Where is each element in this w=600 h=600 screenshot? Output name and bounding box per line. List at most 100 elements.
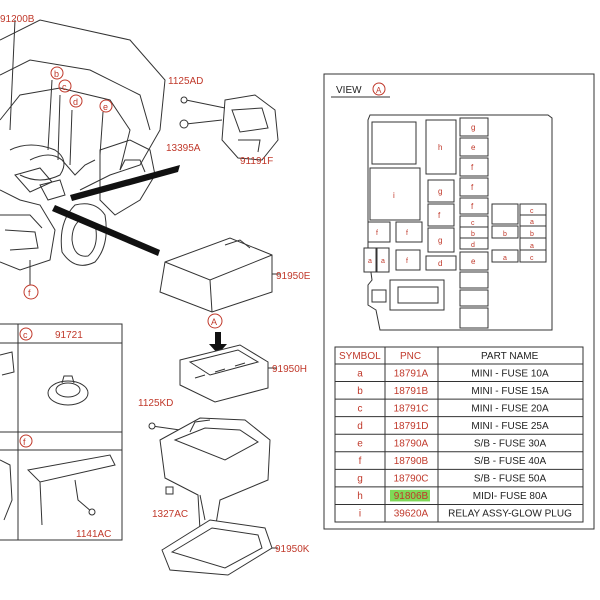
bracket-91191F xyxy=(179,94,279,161)
pnc-highlight xyxy=(390,489,430,502)
fuse-h: h xyxy=(438,143,442,152)
view-callout-letter: A xyxy=(211,317,217,327)
table-cell-part-name: MINI - FUSE 25A xyxy=(471,421,549,432)
table-row: e 18790A S/B - FUSE 30A xyxy=(335,433,583,450)
table-row: h 91806B MIDI- FUSE 80A xyxy=(335,486,583,502)
table-cell-pnc: 18790C xyxy=(393,474,428,485)
fuse-col-e2: e xyxy=(471,257,476,266)
fuse-rr-b: b xyxy=(530,231,534,238)
table-cell-symbol: i xyxy=(359,509,361,520)
tray-91950K xyxy=(161,519,278,576)
label-91950H: 91950H xyxy=(272,364,307,375)
table-cell-pnc: 18791C xyxy=(393,403,428,414)
fuse-block-91950H xyxy=(179,344,276,403)
table-cell-pnc: 18791D xyxy=(393,421,428,432)
parts-table: SYMBOL PNC PART NAME a 18791A MINI - FUSE … xyxy=(334,346,584,523)
table-cell-part-name: MINI - FUSE 10A xyxy=(471,368,549,379)
callout-b-letter: b xyxy=(54,69,59,79)
callout-d: d xyxy=(69,94,83,108)
table-header-pnc: PNC xyxy=(400,351,421,362)
view-title: VIEW xyxy=(336,85,362,96)
table-cell-symbol: d xyxy=(357,421,363,432)
fuse-l-f3: f xyxy=(406,258,408,265)
table-cell-part-name: RELAY ASSY-GLOW PLUG xyxy=(448,509,572,520)
table-cell-part-name: S/B - FUSE 40A xyxy=(474,456,547,467)
fuse-rr-c: c xyxy=(530,208,534,215)
fuse-col-f3: f xyxy=(471,202,474,211)
table-cell-part-name: MINI - FUSE 20A xyxy=(471,403,549,414)
fuse-l-a2: a xyxy=(381,258,385,265)
fuse-col-d: d xyxy=(471,242,475,249)
fuse-g2: g xyxy=(438,236,442,245)
table-row: d 18791D MINI - FUSE 25A xyxy=(335,416,583,432)
table-cell-pnc: 39620A xyxy=(394,509,429,520)
fuse-col-f2: f xyxy=(471,183,474,192)
table-cell-symbol: g xyxy=(357,474,363,485)
table-header-symbol: SYMBOL xyxy=(339,351,381,362)
label-91950K: 91950K xyxy=(275,544,310,555)
table-header-part-name: PART NAME xyxy=(481,351,539,362)
table-cell-part-name: MINI - FUSE 15A xyxy=(471,386,549,397)
table-row: f 18790B S/B - FUSE 40A xyxy=(335,451,583,467)
fuse-rr-a2: a xyxy=(530,243,534,250)
fuse-box-cover-91950E xyxy=(159,237,280,313)
fuse-g1: g xyxy=(438,187,442,196)
fuse-rr-a1: a xyxy=(530,219,534,226)
table-cell-symbol: c xyxy=(358,403,363,414)
fuse-r-b: b xyxy=(503,231,507,238)
fuse-col-g: g xyxy=(471,123,475,132)
callout-f: f xyxy=(23,284,39,300)
fuse-l-a1: a xyxy=(368,258,372,265)
vehicle-front-illustration xyxy=(0,19,180,285)
table-row: i 39620A RELAY ASSY-GLOW PLUG xyxy=(335,503,583,520)
view-callout-a: A xyxy=(207,313,227,354)
table-cell-part-name: MIDI- FUSE 80A xyxy=(473,491,548,502)
fuse-l-f2: f xyxy=(406,230,408,237)
detail-c-letter: c xyxy=(23,330,28,340)
detail-panel: c 91721 f xyxy=(0,323,123,541)
table-cell-symbol: e xyxy=(357,439,363,450)
fuse-box-lower-housing xyxy=(159,417,271,531)
fuse-r-a: a xyxy=(503,255,507,262)
detail-c-part: 91721 xyxy=(55,330,83,341)
fuse-col-e: e xyxy=(471,143,476,152)
table-cell-symbol: h xyxy=(357,491,363,502)
fuse-col-b: b xyxy=(471,231,475,238)
fuse-i: i xyxy=(393,191,395,200)
label-91950E: 91950E xyxy=(276,271,311,282)
table-row: g 18790C S/B - FUSE 50A xyxy=(335,468,583,485)
table-cell-part-name: S/B - FUSE 50A xyxy=(474,474,547,485)
table-cell-pnc: 18790B xyxy=(394,456,429,467)
table-cell-part-name: S/B - FUSE 30A xyxy=(474,439,547,450)
table-row: c 18791C MINI - FUSE 20A xyxy=(335,398,583,414)
table-cell-pnc: 18791A xyxy=(394,368,429,379)
label-13395A: 13395A xyxy=(166,143,201,154)
view-a-panel: VIEW A i h g f g d g e f f f c xyxy=(323,73,595,530)
label-1125AD: 1125AD xyxy=(168,76,203,87)
table-row: a 18791A MINI - FUSE 10A xyxy=(357,368,549,379)
view-letter: A xyxy=(376,86,382,95)
table-cell-pnc: 18790A xyxy=(394,439,429,450)
label-91200B: 91200B xyxy=(0,14,35,25)
table-cell-pnc: 91806B xyxy=(394,491,429,502)
callout-b: b xyxy=(50,66,64,80)
table-row: b 18791B MINI - FUSE 15A xyxy=(335,381,583,397)
detail-f-letter: f xyxy=(23,437,26,447)
label-1141AC: 1141AC xyxy=(76,529,111,540)
label-1327AC: 1327AC xyxy=(152,509,188,520)
label-91191F: 91191F xyxy=(240,156,273,167)
callout-d-letter: d xyxy=(73,97,78,107)
fuse-col-f1: f xyxy=(471,163,474,172)
callout-f-letter: f xyxy=(28,288,31,298)
callout-e: e xyxy=(99,99,113,113)
table-cell-symbol: a xyxy=(357,368,363,379)
table-cell-pnc: 18791B xyxy=(394,386,429,397)
fuse-l-f1: f xyxy=(376,230,378,237)
callout-c: c xyxy=(58,79,72,93)
table-cell-symbol: f xyxy=(359,456,362,467)
callout-c-letter: c xyxy=(62,82,67,92)
label-1125KD: 1125KD xyxy=(138,398,173,409)
callout-e-letter: e xyxy=(103,102,108,112)
table-cell-symbol: b xyxy=(357,386,363,397)
